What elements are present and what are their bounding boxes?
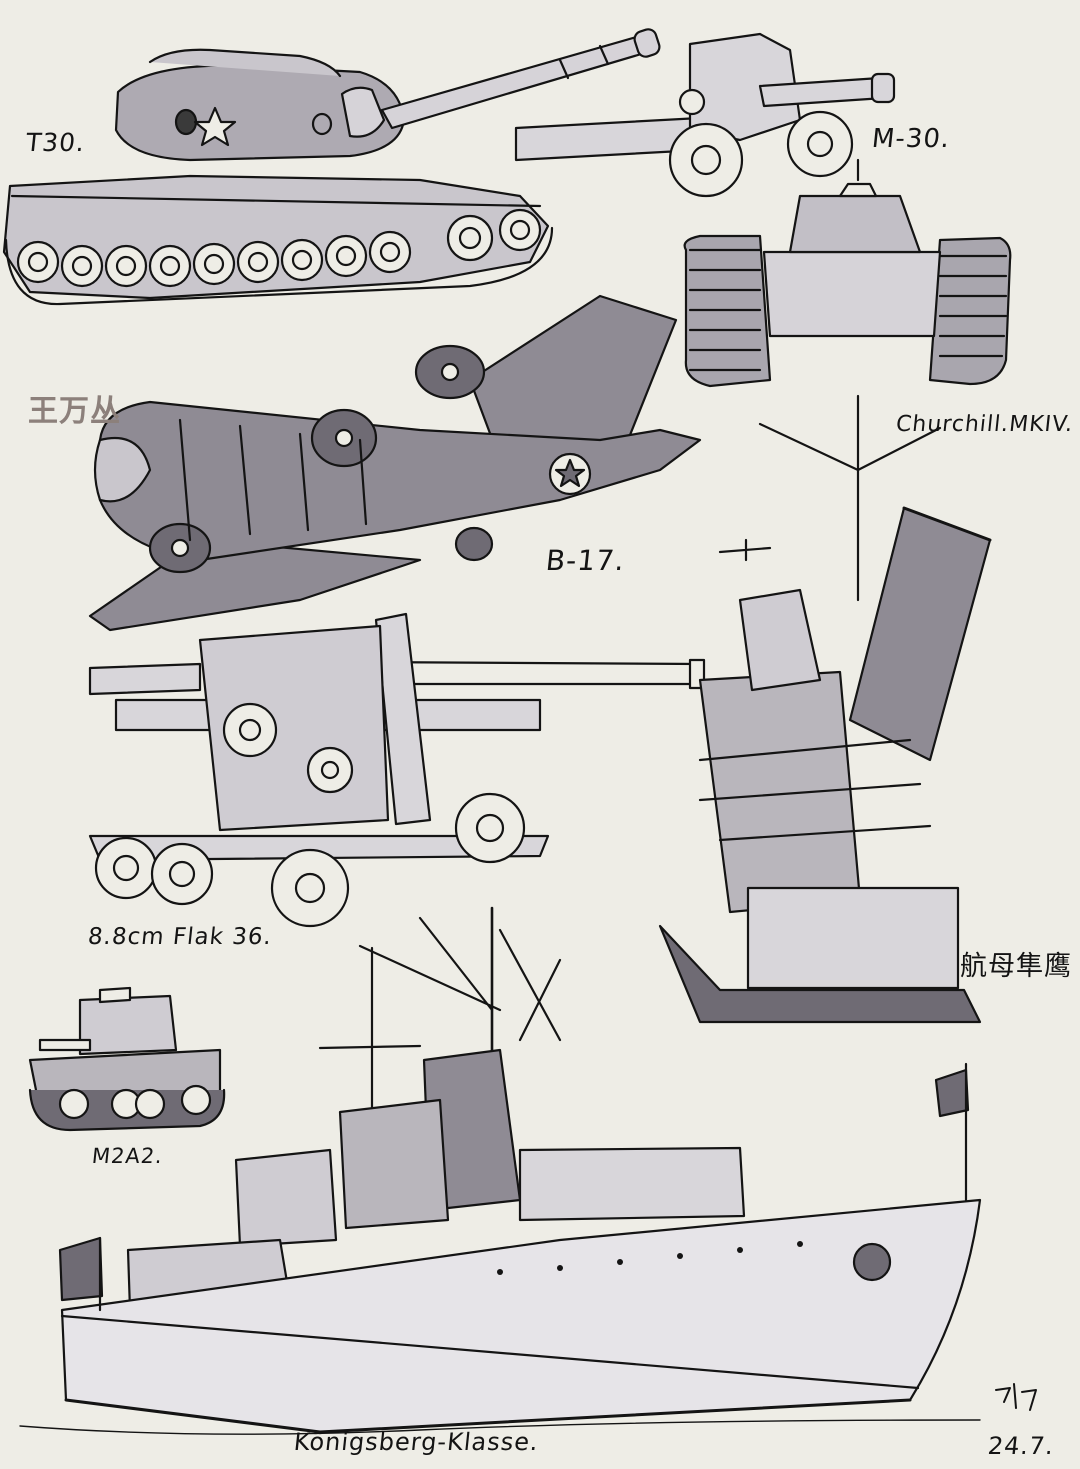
- konigsberg-label: Königsberg-Klasse.: [292, 1428, 541, 1456]
- m30-label: M-30.: [870, 124, 952, 154]
- signature-date: 24.7.: [986, 1432, 1056, 1460]
- flak-label: 8.8cm Flak 36.: [86, 924, 274, 950]
- t30-tank-sketch: [2, 28, 661, 306]
- b17-bomber-sketch: [88, 294, 702, 632]
- churchill-label: Churchill.MKIV.: [894, 412, 1075, 437]
- churchill-tank-sketch: [683, 158, 1012, 388]
- m2a2-tank-sketch: [28, 986, 226, 1132]
- m2a2-label: M2A2.: [90, 1144, 165, 1168]
- carrier-label: 航母隼鹰: [960, 951, 1072, 982]
- konigsberg-cruiser-sketch: [19, 906, 982, 1435]
- b17-label: B-17.: [544, 544, 627, 577]
- flak36-gun-sketch: [88, 612, 706, 928]
- carrier-island-sketch: [658, 394, 992, 1024]
- artist-monogram: [995, 1383, 1037, 1411]
- t30-label: T30.: [24, 128, 87, 157]
- m30-howitzer-sketch: [514, 32, 896, 198]
- artist-name-stamp: 王万丛: [28, 394, 121, 429]
